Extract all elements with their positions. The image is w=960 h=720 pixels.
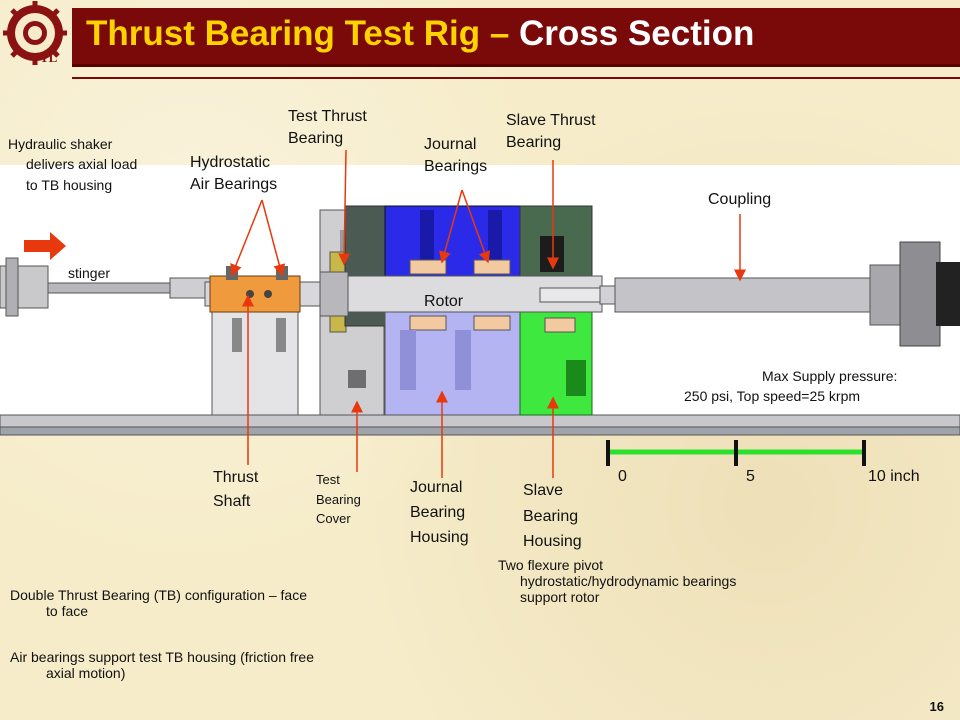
bullet-air-bearings: Air bearings support test TB housing (fr… [10,649,315,682]
label-hydraulic-shaker: Hydraulic shaker delivers axial load to … [8,136,138,193]
label-hydrostatic-air-bearings: Hydrostatic Air Bearings [190,154,278,194]
svg-text:TL: TL [40,50,58,65]
callout-test-thrust [338,149,351,266]
page-number: 16 [929,699,944,714]
label-coupling: Coupling [708,191,772,208]
label-slave-thrust-bearing: Slave Thrust Bearing [506,112,596,152]
bullet-double-thrust: Double Thrust Bearing (TB) configuration… [10,587,308,620]
load-direction-arrow [24,232,66,260]
callout-journal-2 [461,189,491,264]
label-journal-bearing-housing: Journal Bearing Housing [410,479,469,546]
label-stinger: stinger [68,265,111,281]
title-bar [72,8,960,67]
scale-label-10: 10 inch [868,468,920,485]
scale-label-5: 5 [746,468,755,485]
slide-title: Thrust Bearing Test Rig – Cross Section [86,14,755,53]
air-bearing-housing [209,275,301,313]
label-max-supply: Max Supply pressure: 250 psi, Top speed=… [684,368,898,405]
callout-hydrostatic-1 [230,199,263,277]
title-underline [72,77,960,79]
scale-label-0: 0 [618,468,627,485]
callout-hydrostatic-2 [261,199,286,277]
scale-bar [606,440,866,466]
label-thrust-shaft: Thrust Shaft [213,469,259,510]
label-flexure-pivot: Two flexure pivot hydrostatic/hydrodynam… [498,557,737,606]
journal-pad-right [473,259,511,275]
base-plate [0,414,960,428]
label-rotor: Rotor [424,293,464,310]
label-slave-bearing-housing: Slave Bearing Housing [523,482,582,551]
label-journal-bearings: Journal Bearings [424,136,488,176]
journal-pad-left [409,259,447,275]
turbomachinery-lab-logo: TL [2,0,68,66]
label-test-bearing-cover: Test Bearing Cover [316,472,361,526]
label-test-thrust-bearing: Test Thrust Bearing [288,108,367,148]
callout-journal-1 [439,189,463,264]
